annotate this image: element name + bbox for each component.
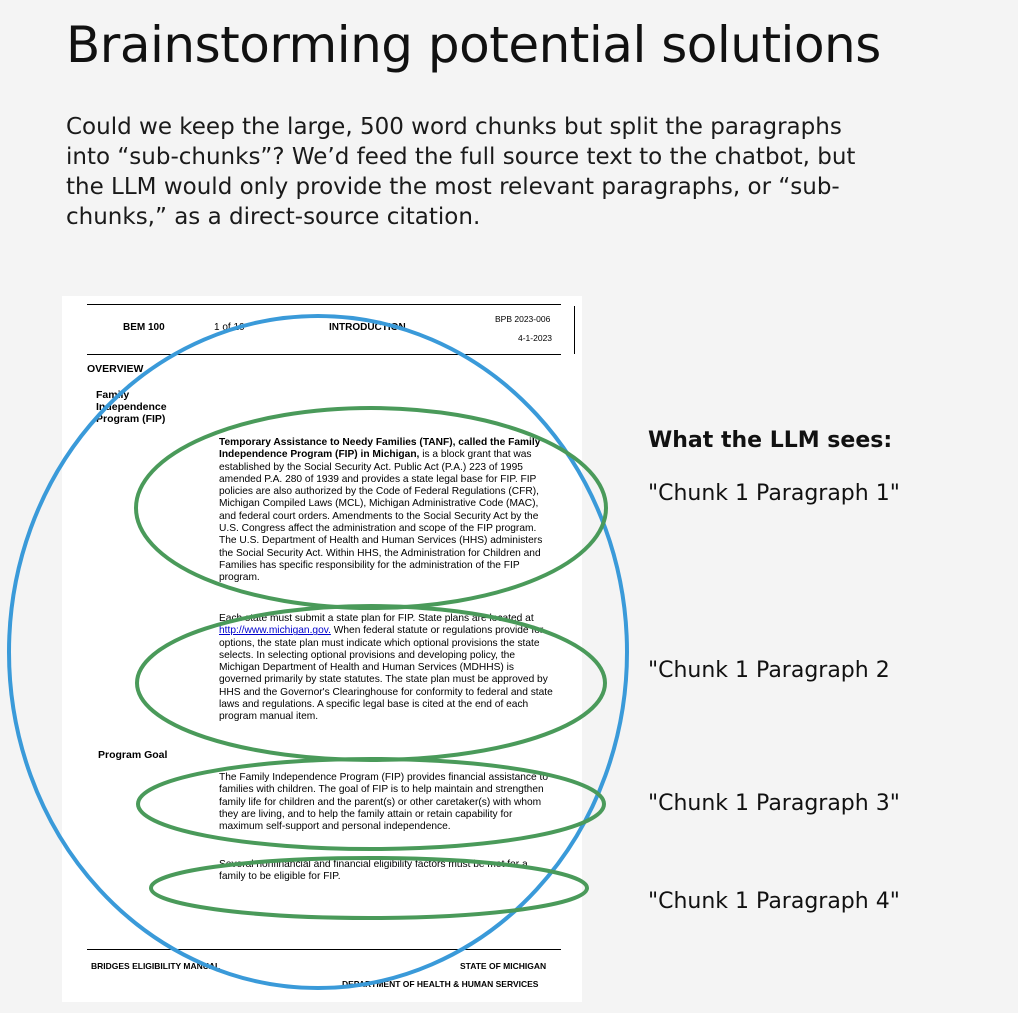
doc-section: INTRODUCTION bbox=[329, 322, 406, 333]
overview-heading: OVERVIEW bbox=[87, 363, 144, 375]
doc-code: BEM 100 bbox=[123, 322, 165, 333]
footer-rule bbox=[87, 949, 561, 950]
fip-section-label: Family Independence Program (FIP) bbox=[96, 389, 167, 425]
paragraph-3-text: The Family Independence Program (FIP) pr… bbox=[219, 772, 548, 833]
paragraph-1-text: is a block grant that was established by… bbox=[219, 449, 543, 584]
header-right-rule bbox=[574, 306, 575, 354]
doc-bulletin: BPB 2023-006 bbox=[495, 314, 551, 324]
paragraph-2-text: When federal statute or regulations prov… bbox=[219, 625, 553, 723]
slide-title: Brainstorming potential solutions bbox=[66, 16, 881, 74]
paragraph-2-text-start: Each state must submit a state plan for … bbox=[219, 613, 534, 624]
paragraph-4-text: Several nonfinancial and financial eligi… bbox=[219, 859, 528, 883]
program-goal-label: Program Goal bbox=[98, 749, 168, 761]
llm-item-1: "Chunk 1 Paragraph 1" bbox=[648, 481, 900, 506]
paragraph-4: Several nonfinancial and financial eligi… bbox=[219, 859, 555, 884]
doc-date: 4-1-2023 bbox=[518, 333, 553, 343]
slide-body-text: Could we keep the large, 500 word chunks… bbox=[66, 114, 856, 230]
llm-item-3: "Chunk 1 Paragraph 3" bbox=[648, 791, 900, 816]
paragraph-1: Temporary Assistance to Needy Families (… bbox=[219, 437, 555, 585]
paragraph-3: The Family Independence Program (FIP) pr… bbox=[219, 772, 555, 833]
paragraph-2: Each state must submit a state plan for … bbox=[219, 613, 555, 724]
footer-left: BRIDGES ELIGIBILITY MANUAL bbox=[91, 961, 221, 971]
michigan-gov-link[interactable]: http://www.michigan.gov. bbox=[219, 625, 331, 637]
doc-page-number: 1 of 10 bbox=[214, 322, 245, 333]
header-top-rule bbox=[87, 304, 561, 305]
document-page: BEM 100 1 of 10 INTRODUCTION BPB 2023-00… bbox=[62, 296, 582, 1002]
footer-right-line-2: DEPARTMENT OF HEALTH & HUMAN SERVICES bbox=[342, 979, 539, 989]
footer-right-line-1: STATE OF MICHIGAN bbox=[460, 961, 547, 971]
llm-item-4: "Chunk 1 Paragraph 4" bbox=[648, 889, 900, 914]
header-bottom-rule bbox=[87, 354, 561, 355]
llm-item-2: "Chunk 1 Paragraph 2 bbox=[648, 658, 890, 683]
llm-panel-heading: What the LLM sees: bbox=[648, 428, 893, 453]
